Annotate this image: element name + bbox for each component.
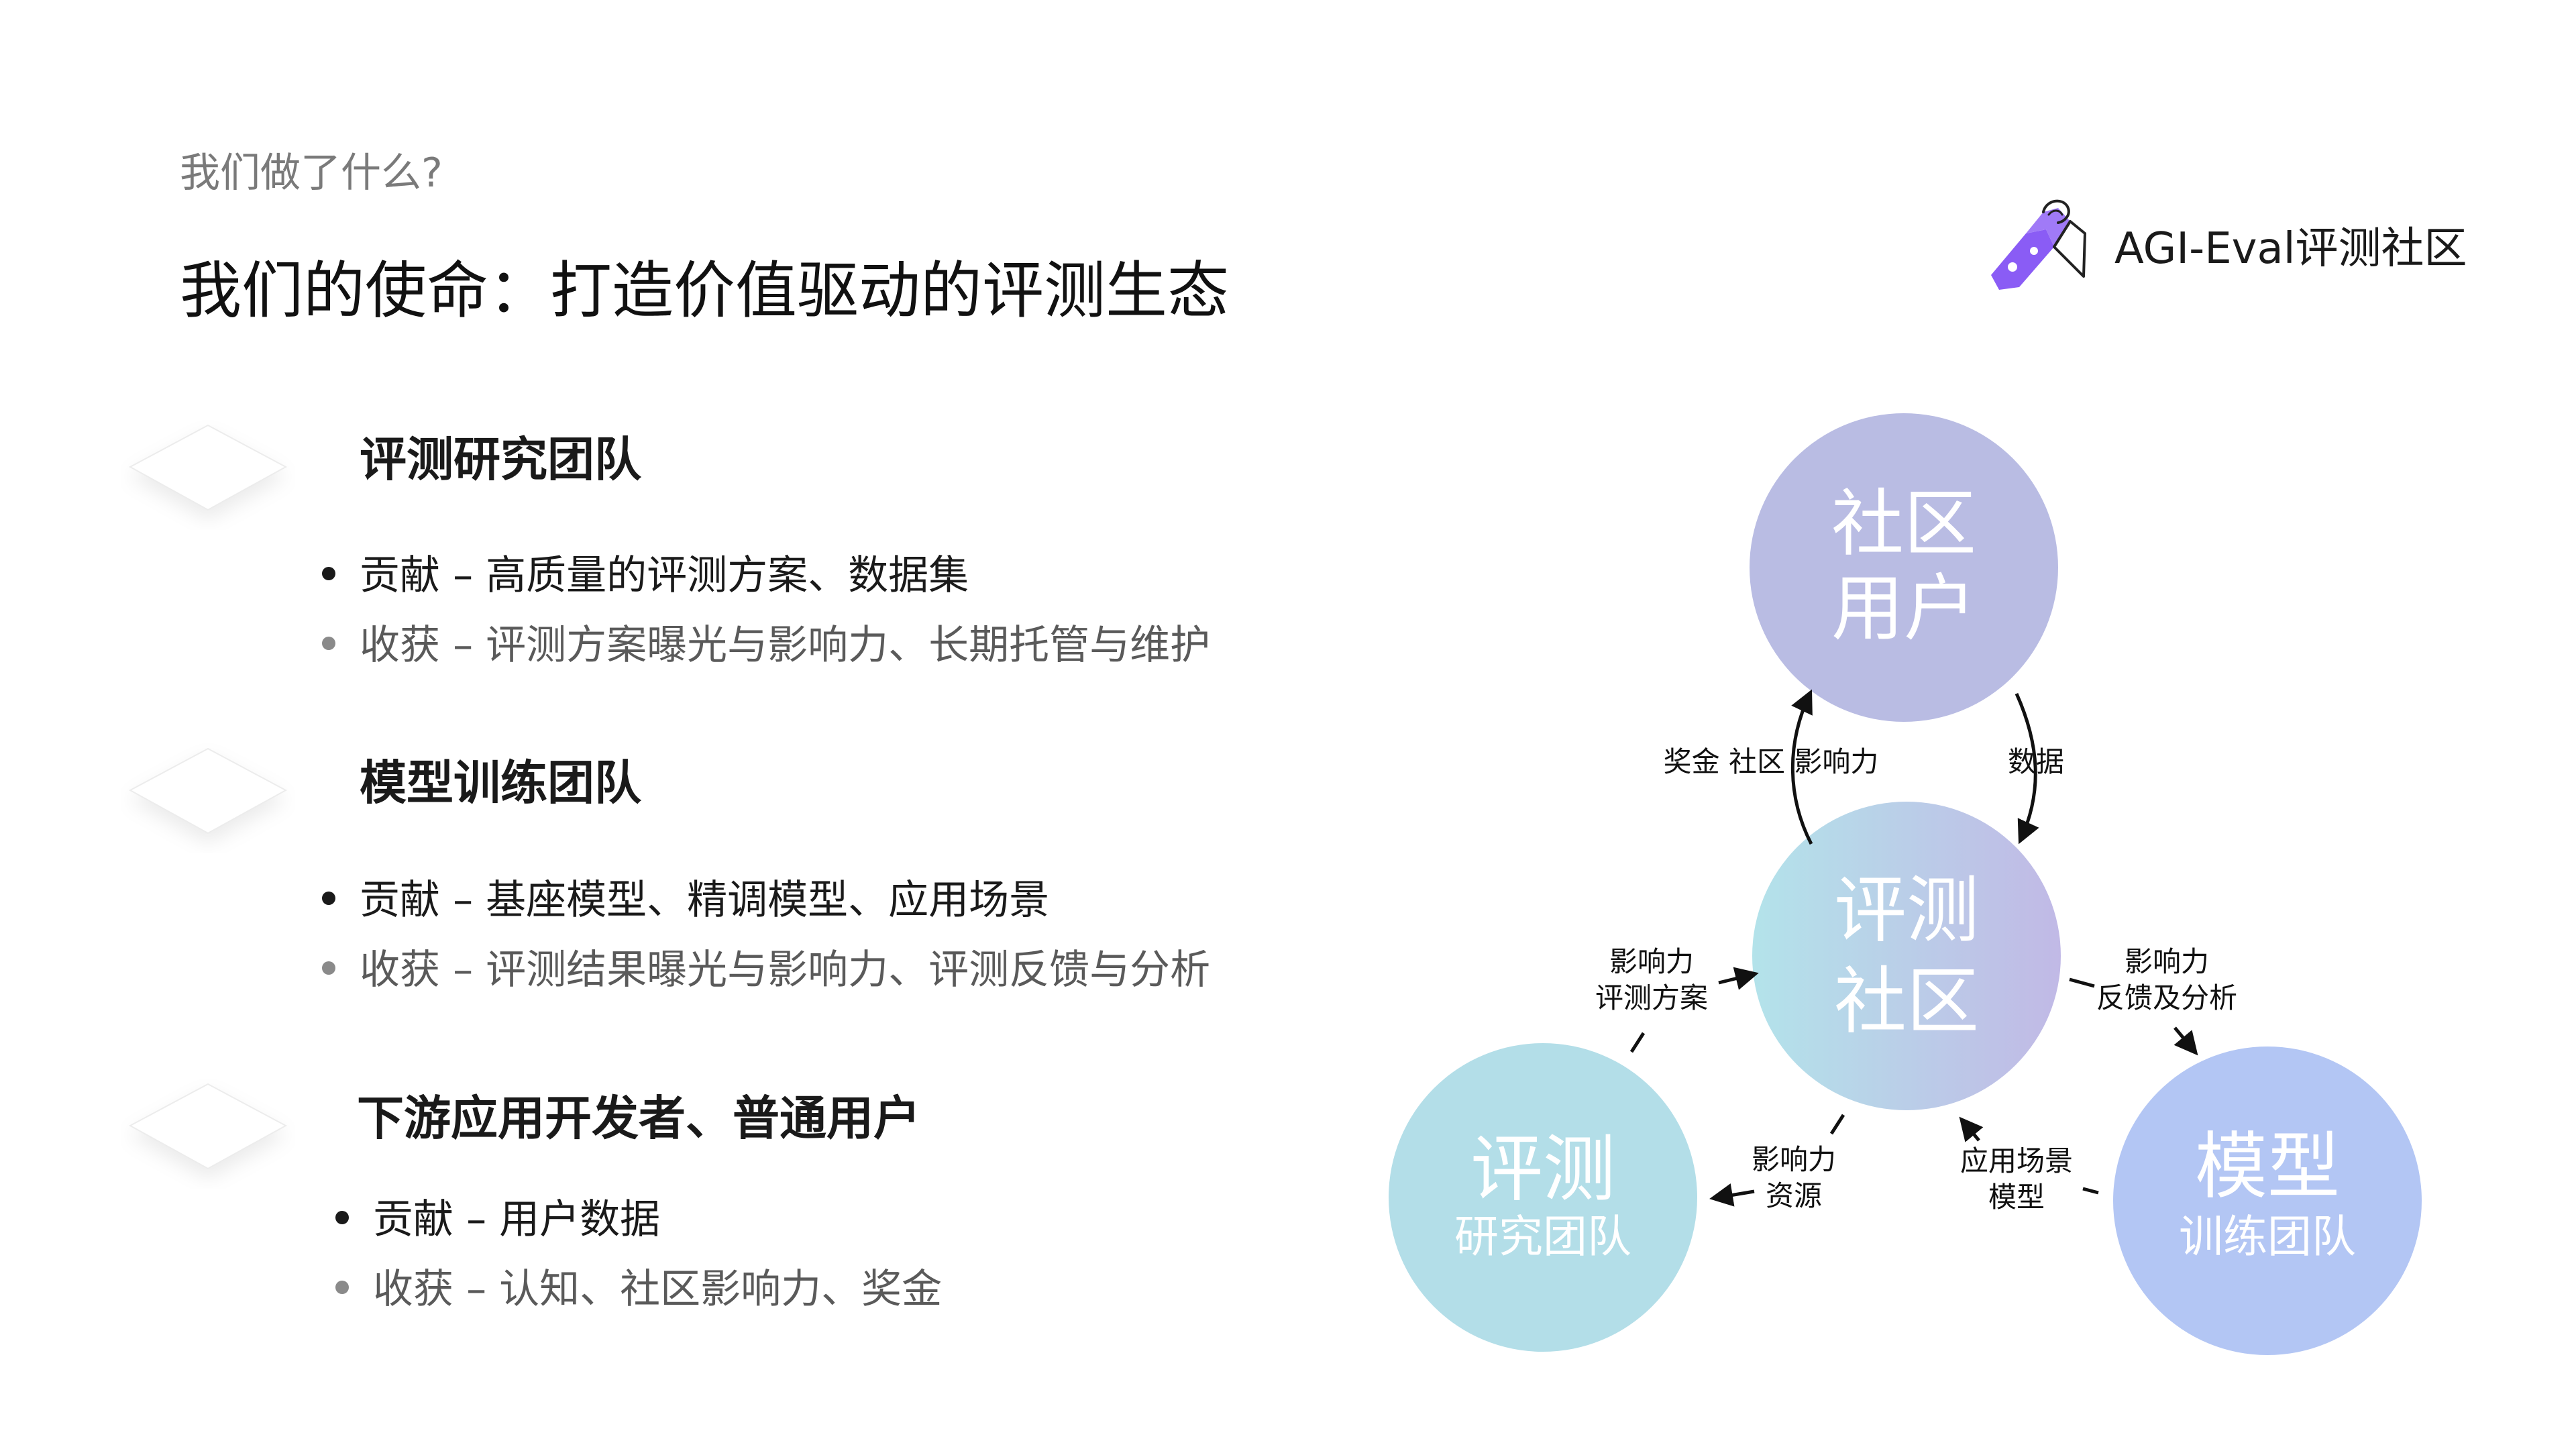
arrow-research-to-eval-tail bbox=[1629, 1032, 1646, 1053]
diamond-icon bbox=[128, 424, 288, 511]
gain-item: 收获 – 评测结果曝光与影响力、评测反馈与分析 bbox=[322, 950, 1210, 990]
diamond-icon bbox=[128, 1083, 288, 1170]
page-subtitle: 我们做了什么? bbox=[180, 150, 443, 197]
page-title: 我们的使命：打造价值驱动的评测生态 bbox=[180, 255, 1230, 327]
gain-item: 收获 – 评测方案曝光与影响力、长期托管与维护 bbox=[322, 625, 1210, 665]
edge-label-research-to-eval: 影响力 bbox=[1609, 945, 1694, 978]
node-label: 研究团队 bbox=[1454, 1211, 1631, 1263]
arrow-training-to-eval bbox=[1959, 1116, 1984, 1142]
edge-label-eval-to-users: 奖金 社区 影响力 bbox=[1664, 745, 1879, 778]
arrow-eval-to-users bbox=[1790, 689, 1813, 845]
node-research-team bbox=[1389, 1043, 1697, 1352]
edge-label-eval-to-research: 影响力 bbox=[1752, 1143, 1836, 1176]
arrow-eval-to-training-head bbox=[2174, 1026, 2198, 1056]
section-heading: 模型训练团队 bbox=[360, 755, 641, 810]
section-heading: 评测研究团队 bbox=[360, 432, 641, 487]
edge-label-eval-to-training: 反馈及分析 bbox=[2096, 981, 2237, 1014]
node-label: 社区 bbox=[1831, 482, 1976, 566]
bullet-dot bbox=[322, 961, 335, 975]
bullet-dot bbox=[322, 567, 335, 581]
edge-label-eval-to-training: 影响力 bbox=[2125, 945, 2209, 978]
node-label: 评测 bbox=[1470, 1128, 1615, 1212]
arrow-users-to-eval bbox=[2015, 692, 2039, 845]
bullet-dot bbox=[335, 1211, 349, 1225]
arrow-eval-to-research bbox=[1709, 1183, 1755, 1207]
bullet-dot bbox=[322, 892, 335, 906]
arrow-eval-to-research-tail bbox=[1829, 1114, 1845, 1135]
node-label: 社区 bbox=[1834, 960, 1979, 1044]
contribution-item: 贡献 – 高质量的评测方案、数据集 bbox=[322, 555, 969, 596]
edge-label-eval-to-research: 资源 bbox=[1766, 1179, 1822, 1212]
arrow-research-to-eval bbox=[1718, 967, 1759, 990]
puzzle-hand-icon bbox=[1991, 199, 2086, 290]
edge-label-users-to-eval: 数据 bbox=[2008, 745, 2064, 778]
node-label: 模型 bbox=[2195, 1125, 2340, 1209]
arrow-training-to-eval-tail bbox=[2082, 1187, 2099, 1195]
gain-item: 收获 – 认知、社区影响力、奖金 bbox=[335, 1269, 942, 1309]
edge-label-research-to-eval: 评测方案 bbox=[1595, 981, 1708, 1014]
brand-name: AGI-Eval评测社区 bbox=[2114, 224, 2467, 274]
node-label: 评测 bbox=[1834, 869, 1979, 953]
contribution-item: 贡献 – 用户数据 bbox=[335, 1199, 660, 1240]
brand-logo[interactable]: AGI-Eval评测社区 bbox=[1979, 195, 2467, 295]
node-community-users bbox=[1750, 413, 2058, 722]
node-training-team bbox=[2113, 1046, 2422, 1355]
node-eval-community bbox=[1752, 802, 2061, 1110]
contribution-item: 贡献 – 基座模型、精调模型、应用场景 bbox=[322, 880, 1049, 920]
node-label: 用户 bbox=[1831, 567, 1976, 651]
arrow-eval-to-training bbox=[2069, 977, 2095, 988]
section-heading: 下游应用开发者、普通用户 bbox=[357, 1091, 920, 1146]
bullet-dot bbox=[335, 1281, 349, 1295]
edge-label-training-to-eval: 模型 bbox=[1988, 1181, 2045, 1214]
node-label: 训练团队 bbox=[2179, 1211, 2356, 1263]
bullet-dot bbox=[322, 637, 335, 651]
edge-label-training-to-eval: 应用场景 bbox=[1960, 1144, 2073, 1177]
diamond-icon bbox=[128, 747, 288, 835]
